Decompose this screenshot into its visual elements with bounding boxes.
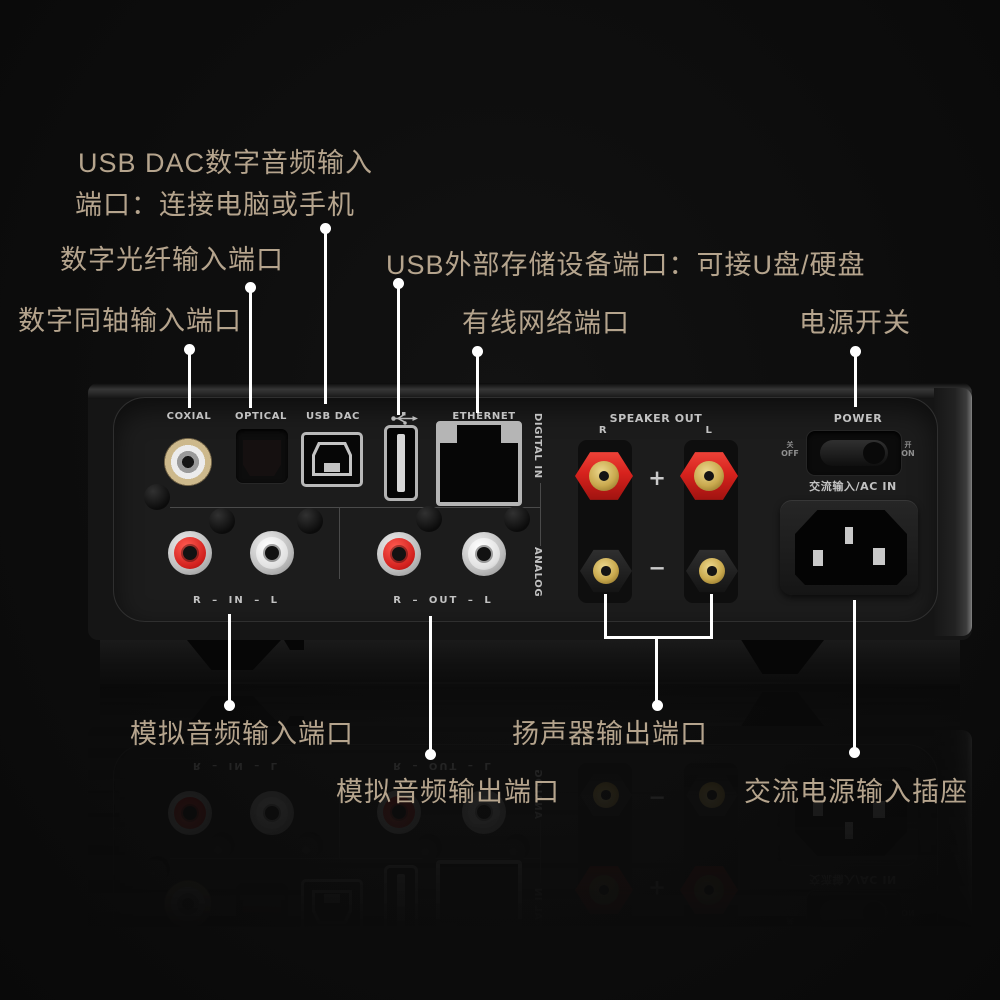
ac-inlet-opening [795, 510, 907, 585]
panel-screw-bump [504, 506, 530, 532]
rca-analog-in-right [168, 531, 212, 575]
toslink-flap [243, 440, 281, 476]
annotation-analog-in: 模拟音频输入端口 [130, 719, 354, 749]
in-out-divider [339, 507, 340, 579]
callout-dot-speaker [652, 700, 663, 711]
stand-notch [284, 640, 304, 650]
callout-line-usb-dac [324, 232, 327, 404]
callout-line-usb-storage [397, 287, 400, 415]
device-reflection: COXIAL OPTICAL USB DAC ETHERNET [88, 683, 972, 983]
speaker-r-label: R [598, 425, 608, 436]
callout-dot-analog-out [425, 749, 436, 760]
usb-trident-icon [391, 412, 418, 425]
rca-analog-out-left [462, 532, 506, 576]
panel-screw-bump [297, 508, 323, 534]
ac-in-label: 交流输入/AC IN [809, 480, 897, 493]
callout-dot-usb-storage [393, 278, 404, 289]
optical-port-label: OPTICAL [234, 411, 288, 422]
digital-in-section-label: DIGITAL IN [532, 413, 543, 479]
callout-dot-power [850, 346, 861, 357]
section-divider-line [540, 483, 541, 546]
callout-line-ethernet [476, 355, 479, 413]
annotation-usb-dac-line2: 端口：连接电脑或手机 [75, 190, 355, 220]
callout-line-power [854, 355, 857, 407]
annotation-power: 电源开关 [799, 308, 911, 338]
device-rear-panel: COXIAL OPTICAL USB DAC ETHERNET [88, 383, 972, 683]
callout-bracket-speaker-bar [604, 636, 713, 639]
ethernet-rj45-port [436, 421, 522, 506]
callout-dot-analog-in [224, 700, 235, 711]
coaxial-port-label: COXIAL [166, 411, 212, 422]
power-on-label: 开 ON [901, 441, 915, 459]
panel-screw-bump [209, 508, 235, 534]
ethernet-port-label: ETHERNET [452, 411, 516, 422]
callout-dot-usb-dac [320, 223, 331, 234]
callout-bracket-speaker-left [710, 594, 713, 638]
stand-notch [741, 640, 824, 674]
chassis-top-edge [88, 383, 972, 399]
callout-bracket-speaker-right [604, 594, 607, 638]
rca-analog-in-left [250, 531, 294, 575]
callout-line-coaxial [188, 352, 191, 408]
annotation-ac-in: 交流电源输入插座 [744, 777, 968, 807]
annotation-speaker-out: 扬声器输出端口 [512, 719, 708, 749]
callout-line-ac [853, 600, 856, 750]
annotation-usb-storage: USB外部存储设备端口：可接U盘/硬盘 [386, 250, 866, 280]
digital-analog-separator [170, 507, 540, 508]
rca-out-caption: R – OUT – L [393, 595, 493, 606]
power-switch-recess [806, 430, 902, 476]
ac-line-pin [813, 550, 823, 566]
annotation-usb-dac-line1: USB DAC数字音频输入 [78, 148, 374, 178]
plus-sign: + [648, 466, 666, 490]
callout-dot-ethernet [472, 346, 483, 357]
rca-analog-out-right [377, 532, 421, 576]
callout-dot-coaxial [184, 344, 195, 355]
power-off-label: 关 OFF [781, 441, 799, 459]
speaker-out-label: SPEAKER OUT [609, 412, 703, 425]
annotation-optical: 数字光纤输入端口 [60, 245, 284, 275]
annotation-analog-out: 模拟音频输出端口 [336, 777, 560, 807]
coaxial-rca-jack [164, 438, 212, 486]
callout-line-speaker [655, 636, 658, 702]
callout-line-optical [249, 290, 252, 408]
callout-line-analog-in [228, 614, 231, 704]
power-label: POWER [833, 412, 883, 425]
ac-ground-pin [845, 527, 853, 544]
analog-section-label: ANALOG [532, 547, 543, 598]
optical-toslink-port [236, 429, 288, 483]
callout-dot-optical [245, 282, 256, 293]
annotation-ethernet: 有线网络端口 [462, 308, 630, 338]
panel-screw-bump [416, 506, 442, 532]
usb-b-port [301, 432, 363, 487]
callout-dot-ac [849, 747, 860, 758]
stand-notch [187, 640, 281, 670]
usb-dac-port-label: USB DAC [305, 411, 360, 422]
speaker-l-label: L [705, 425, 713, 436]
ac-inlet-bezel [780, 500, 918, 595]
usb-a-tongue [397, 434, 405, 492]
callout-line-analog-out [429, 616, 432, 754]
annotation-coaxial: 数字同轴输入端口 [18, 306, 242, 336]
power-switch [820, 440, 888, 466]
ac-neutral-pin [873, 548, 885, 565]
chassis-right-edge [934, 388, 972, 636]
panel-screw-bump [144, 484, 170, 510]
device-stand [100, 640, 960, 682]
minus-sign: − [648, 556, 666, 580]
rca-in-caption: R – IN – L [192, 595, 280, 606]
usb-a-port [384, 425, 418, 501]
